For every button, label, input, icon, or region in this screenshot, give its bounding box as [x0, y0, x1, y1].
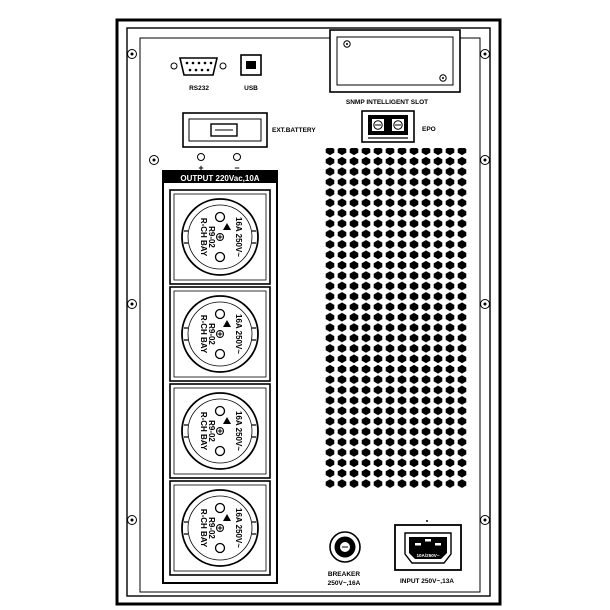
socket-marking: R9-02 — [207, 226, 216, 248]
screw-icon — [127, 49, 137, 59]
usb-port[interactable]: USB — [240, 54, 262, 92]
schuko-socket-icon — [169, 286, 271, 382]
breaker-icon — [329, 531, 361, 563]
epo-label: EPO — [422, 126, 436, 133]
socket-marking: 16A 250V~ — [234, 217, 243, 257]
screw-icon — [439, 74, 447, 82]
breaker-title: BREAKER — [328, 571, 360, 578]
snmp-slot[interactable]: SNMP INTELLIGENT SLOT — [329, 29, 461, 106]
socket-marking: R9-02 — [207, 323, 216, 345]
socket-marking: R-CH BAY — [199, 218, 208, 257]
screw-icon — [149, 155, 159, 165]
breaker-rating: 250V~,16A — [328, 580, 361, 587]
schuko-socket-icon — [169, 383, 271, 479]
chassis-screws — [127, 49, 490, 525]
db9-connector-icon — [170, 57, 227, 76]
screw-icon — [343, 40, 351, 48]
schuko-socket-icon — [169, 480, 271, 576]
socket-marking: R9-02 — [207, 517, 216, 539]
battery-minus-label: − — [234, 163, 239, 173]
screw-icon — [480, 299, 490, 309]
socket-marking: R9-02 — [207, 420, 216, 442]
socket-marking: R-CH BAY — [199, 315, 208, 354]
breaker[interactable]: BREAKER 250V~,16A — [328, 531, 361, 587]
usb-label: USB — [244, 85, 258, 92]
ext-battery-label: EXT.BATTERY — [272, 127, 316, 134]
epo-terminal[interactable]: EPO — [361, 110, 436, 143]
socket-marking: R-CH BAY — [199, 509, 208, 548]
terminal-block-icon — [361, 110, 415, 143]
rs232-port[interactable]: RS232 — [170, 57, 227, 92]
screw-icon — [480, 155, 490, 165]
ext-battery-connector[interactable]: EXT.BATTERY + − — [182, 112, 316, 173]
socket-marking: 16A 250V~ — [234, 314, 243, 354]
rs232-label: RS232 — [189, 85, 209, 92]
output-header: OUTPUT 220Vac,10A — [180, 174, 259, 183]
screw-icon — [480, 49, 490, 59]
snmp-slot-label: SNMP INTELLIGENT SLOT — [346, 99, 428, 106]
socket-marking: 16A 250V~ — [234, 508, 243, 548]
iec-inlet-icon — [394, 520, 462, 571]
socket-marking: R-CH BAY — [199, 412, 208, 451]
battery-plus-label: + — [198, 163, 203, 173]
inlet-rating-mark: 10A/250V~ — [416, 553, 439, 558]
screw-icon — [127, 299, 137, 309]
screw-icon — [127, 515, 137, 525]
input-label: INPUT 250V~,13A — [400, 578, 454, 585]
schuko-socket-icon — [169, 189, 271, 285]
usb-port-icon — [240, 54, 262, 76]
screw-icon — [197, 153, 205, 161]
screw-icon — [480, 515, 490, 525]
screw-icon — [233, 153, 241, 161]
vent-grille — [323, 148, 469, 489]
ac-input-inlet[interactable]: 10A/250V~ INPUT 250V~,13A — [394, 520, 462, 585]
socket-marking: 16A 250V~ — [234, 411, 243, 451]
